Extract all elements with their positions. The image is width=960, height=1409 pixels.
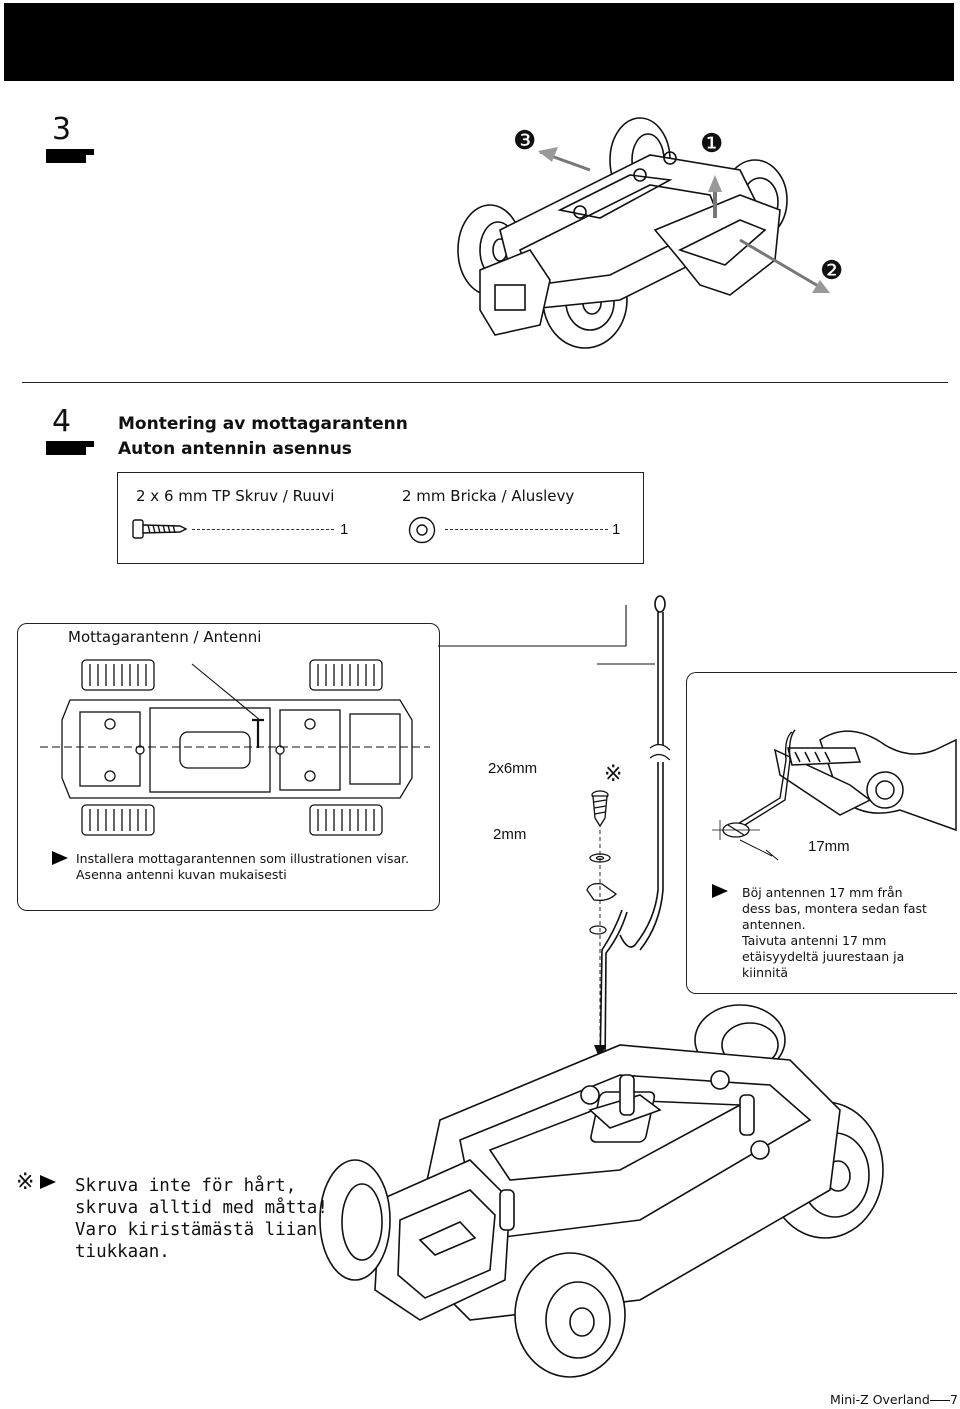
bend-note-arrow-icon [712, 884, 728, 898]
step-3-marker [46, 149, 94, 163]
footer-page-number: 7 [950, 1392, 958, 1407]
step-4-number: 4 [52, 404, 72, 439]
caution-line: tiukkaan. [75, 1242, 170, 1262]
section-divider [22, 382, 948, 383]
parts-box [117, 472, 644, 564]
bend-note-line: kiinnitä [742, 965, 789, 980]
caution-line: Skruva inte för hårt, [75, 1176, 297, 1196]
callout-2: ❷ [820, 256, 844, 286]
bend-measure-label: 17mm [808, 838, 850, 855]
step-4-title-fi: Auton antennin asennus [118, 439, 352, 459]
bend-note-line: antennen. [742, 917, 806, 932]
antenna-note-sv: Installera mottagarantennen som illustra… [76, 851, 410, 866]
part-screw-name: 2 x 6 mm TP Skruv / Ruuvi [136, 487, 335, 505]
footer-rule [930, 1400, 950, 1401]
note-arrow-icon [52, 851, 68, 865]
washer-size-label: 2mm [493, 826, 527, 843]
caution-asterisk: ※ [16, 1170, 35, 1195]
caution-line: Varo kiristämästä liian [75, 1220, 318, 1240]
washer-icon [408, 516, 436, 544]
asterisk-mark: ※ [604, 762, 623, 787]
bend-note: Böj antennen 17 mm från dess bas, monter… [742, 885, 927, 981]
antenna-wire-illustration [586, 595, 671, 1071]
pliers-illustration [712, 729, 957, 861]
header-bar [4, 3, 954, 81]
part-washer-qty: 1 [612, 521, 621, 538]
step-4-title-sv: Montering av mottagarantenn [118, 414, 408, 434]
chassis-top-illustration [457, 117, 830, 349]
bend-note-line: dess bas, montera sedan fast [742, 901, 927, 916]
callout-1: ❶ [700, 129, 724, 159]
step-3-number: 3 [52, 112, 72, 147]
screw-leader [192, 529, 334, 530]
chassis-underside-illustration [40, 659, 430, 836]
footer-title: Mini-Z Overland [830, 1392, 930, 1407]
caution-arrow-icon [40, 1175, 56, 1189]
washer-leader [445, 529, 608, 530]
screw-icon [132, 519, 188, 539]
screw-size-label: 2x6mm [488, 760, 538, 777]
chassis-isometric-illustration [319, 1004, 884, 1378]
caution-line: skruva alltid med måtta! [75, 1198, 328, 1218]
bend-note-line: Böj antennen 17 mm från [742, 885, 903, 900]
bend-note-line: Taivuta antenni 17 mm [742, 933, 887, 948]
part-screw-qty: 1 [340, 521, 349, 538]
antenna-panel-label: Mottagarantenn / Antenni [68, 628, 262, 646]
wheel-rear-left [514, 1252, 626, 1378]
caution-text: Skruva inte för hårt, skruva alltid med … [75, 1175, 328, 1263]
antenna-note-fi: Asenna antenni kuvan mukaisesti [76, 867, 287, 882]
wheel-front-left [319, 1159, 391, 1281]
part-washer-name: 2 mm Bricka / Aluslevy [402, 487, 575, 505]
step-4-marker [46, 441, 94, 455]
callout-3: ❸ [513, 126, 537, 156]
bend-note-line: etäisyydeltä juurestaan ja [742, 949, 905, 964]
